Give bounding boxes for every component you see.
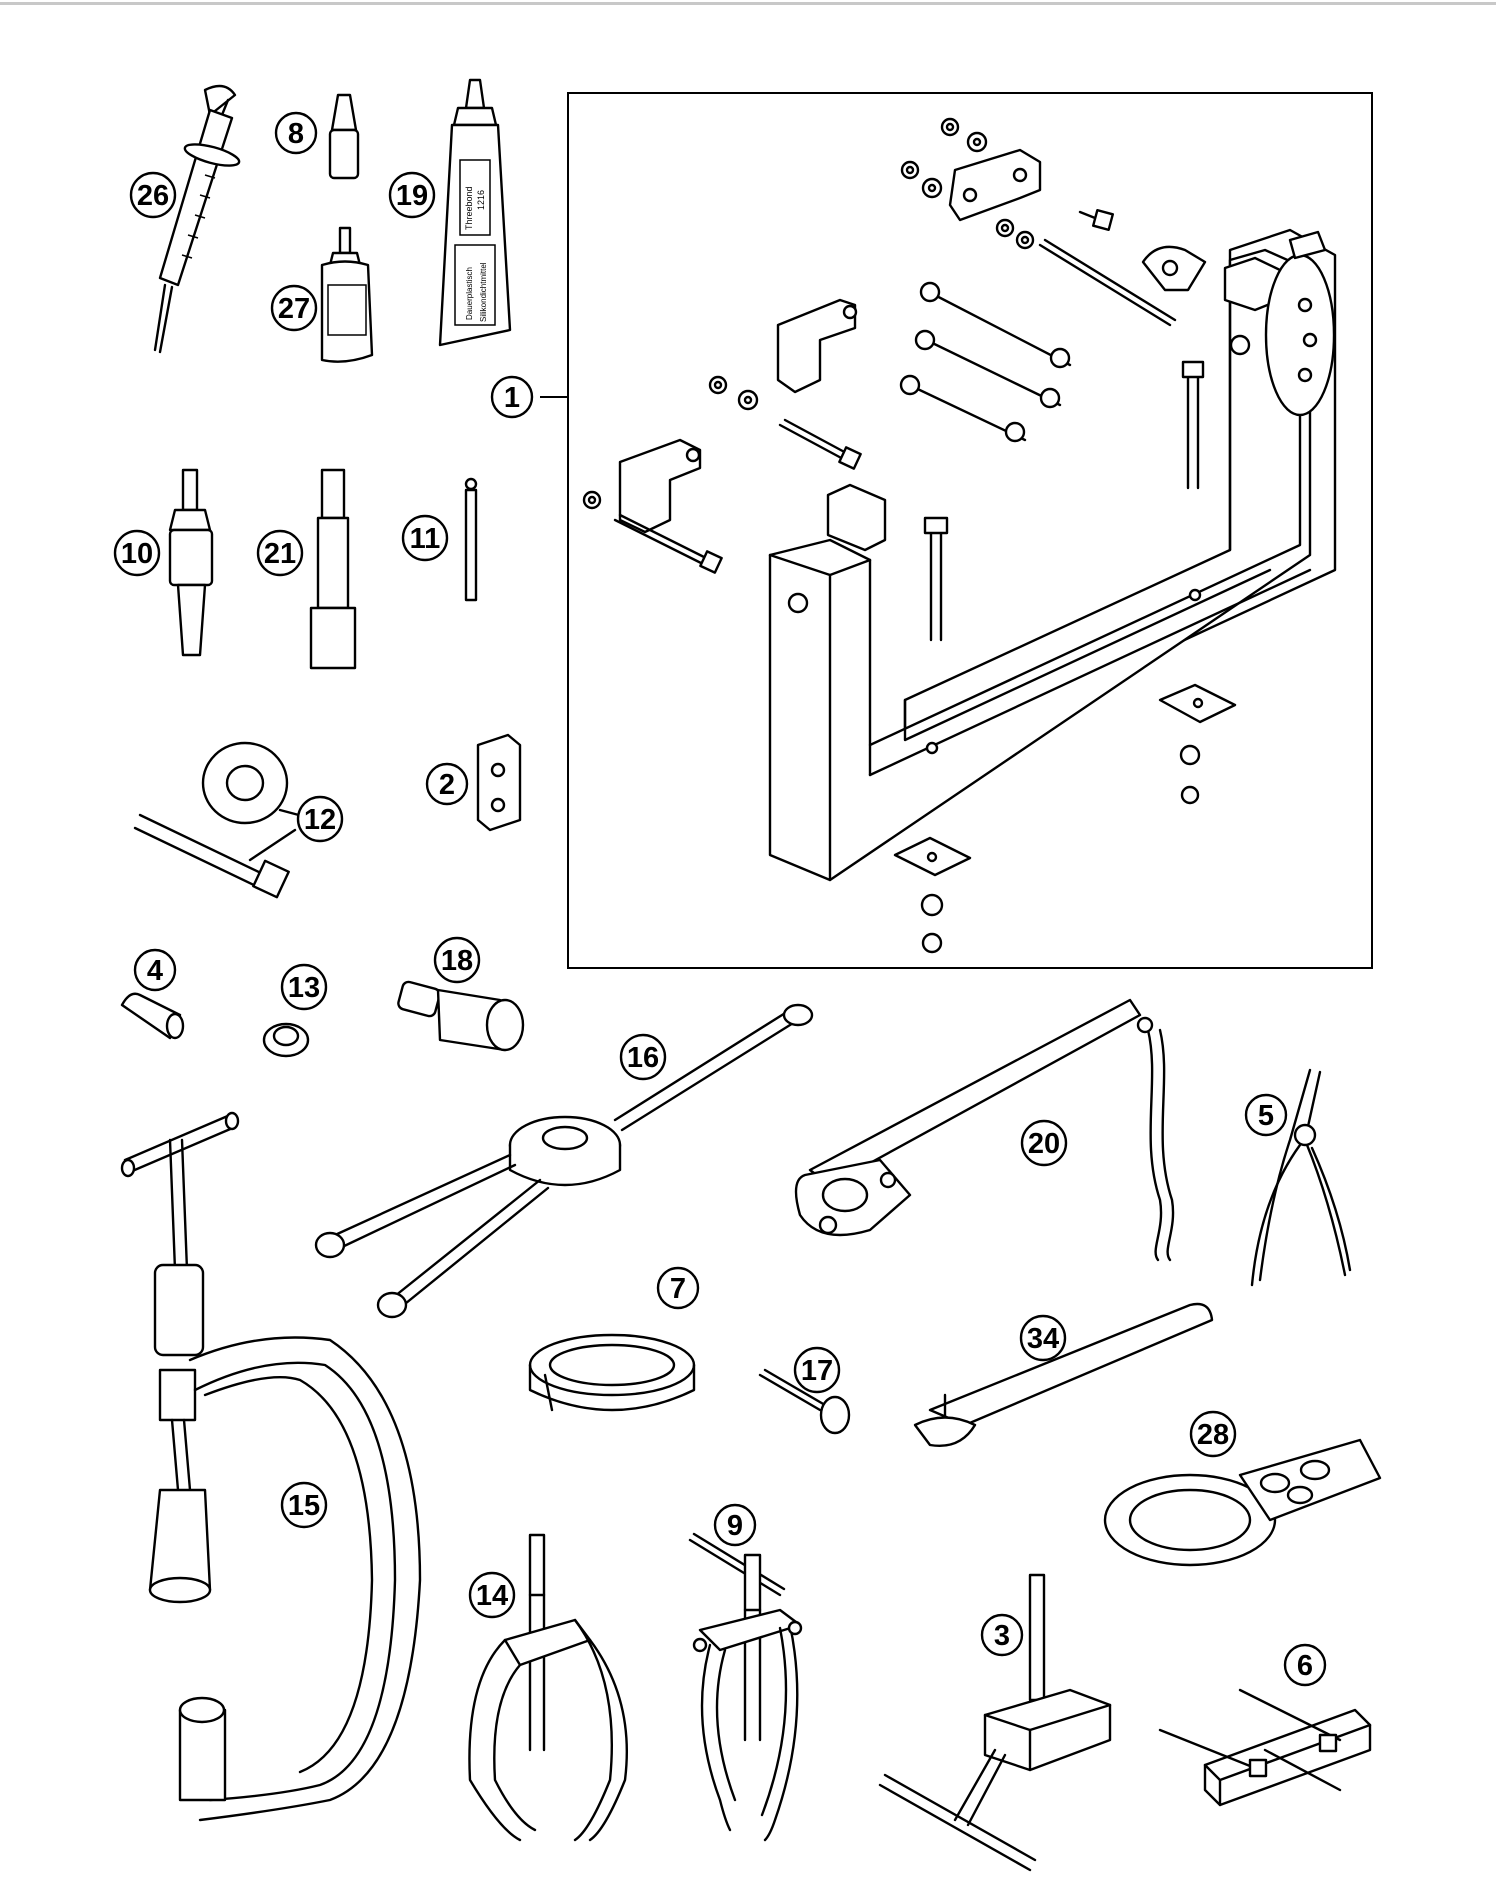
- callout-8-text: 8: [288, 118, 304, 150]
- callout-2-text: 2: [439, 769, 455, 801]
- callout-8: 8: [274, 111, 318, 155]
- callout-12: 12: [296, 795, 344, 843]
- callout-12-text: 12: [304, 804, 336, 836]
- callout-1-text: 1: [504, 382, 520, 414]
- loctite-bottle-illustration: [320, 226, 374, 363]
- chain-wrench-20-illustration: [794, 998, 1175, 1262]
- callout-16: 16: [619, 1033, 667, 1081]
- bracket-2-illustration: [476, 733, 522, 832]
- callout-34: 34: [1019, 1314, 1067, 1362]
- ring-7-illustration: [528, 1333, 696, 1412]
- callout-21: 21: [256, 529, 304, 577]
- callout-20: 20: [1020, 1119, 1068, 1167]
- callout-18: 18: [433, 936, 481, 984]
- callout-28: 28: [1189, 1410, 1237, 1458]
- pin-wrench-34-illustration: [913, 1302, 1214, 1447]
- callout-5-text: 5: [1258, 1100, 1274, 1132]
- callout-7-text: 7: [670, 1273, 686, 1305]
- callout-5: 5: [1244, 1093, 1288, 1137]
- nut-13-illustration: [262, 1022, 310, 1058]
- callout-7: 7: [656, 1266, 700, 1310]
- puller-16-illustration: [314, 1003, 814, 1319]
- tube-text-b: 1216: [476, 190, 486, 210]
- callout-9-text: 9: [727, 1510, 743, 1542]
- callout-1: 1: [490, 375, 534, 419]
- small-bottle-illustration: [328, 93, 360, 180]
- sealant-tube-illustration: Threebond 1216 Dauerplastisch Silikondic…: [438, 78, 512, 347]
- adapter-18-illustration: [397, 980, 525, 1052]
- callout-11-text: 11: [410, 523, 441, 555]
- chain-breaker-3-illustration: [878, 1573, 1112, 1872]
- callout-16-text: 16: [627, 1042, 659, 1074]
- callout-3: 3: [980, 1613, 1024, 1657]
- callout-18-text: 18: [441, 945, 473, 977]
- pliers-5-illustration: [1250, 1068, 1352, 1287]
- callout-19-text: 19: [396, 180, 428, 212]
- tube-text-c: Dauerplastisch: [465, 267, 474, 320]
- valve-spring-compressor-15-illustration: [120, 1111, 422, 1822]
- socket-tool-21-illustration: [309, 468, 357, 670]
- callout-6-text: 6: [1297, 1650, 1313, 1682]
- callout-34-text: 34: [1027, 1323, 1059, 1355]
- callout-6: 6: [1283, 1643, 1327, 1687]
- top-border-line: [0, 2, 1496, 5]
- bolt-washer-12-illustration: [133, 741, 312, 899]
- callout-21-text: 21: [264, 538, 296, 570]
- callout-4-text: 4: [147, 955, 163, 987]
- puller-14-illustration: [468, 1533, 628, 1842]
- callout-19: 19: [388, 171, 436, 219]
- cone-4-illustration: [120, 992, 185, 1040]
- callout-11: 11: [401, 514, 449, 562]
- puller-tool-10-illustration: [168, 468, 214, 657]
- tool-17-illustration: [758, 1368, 851, 1435]
- puller-9-illustration: [688, 1532, 803, 1842]
- callout-17-text: 17: [801, 1355, 833, 1387]
- callout-4: 4: [133, 948, 177, 992]
- engine-stand-frame: [567, 92, 1373, 969]
- tube-text-a: Threebond: [464, 186, 474, 230]
- callout-13: 13: [280, 963, 328, 1011]
- callout-10-text: 10: [121, 538, 153, 570]
- callout-20-text: 20: [1028, 1128, 1060, 1160]
- callout-15: 15: [280, 1481, 328, 1529]
- engine-stand-illustration: [582, 117, 1337, 954]
- callout-27: 27: [270, 284, 318, 332]
- callout-10: 10: [113, 529, 161, 577]
- syringe-illustration: [153, 84, 241, 354]
- callout-3-text: 3: [994, 1620, 1010, 1652]
- tube-text-d: Silikondichtmittel: [479, 262, 488, 322]
- callout-26-text: 26: [137, 180, 169, 212]
- callout-14-text: 14: [476, 1580, 508, 1612]
- callout-9: 9: [713, 1503, 757, 1547]
- callout-26: 26: [129, 171, 177, 219]
- callout-2: 2: [425, 762, 469, 806]
- pin-tool-11-illustration: [464, 477, 478, 602]
- callout-17: 17: [793, 1346, 841, 1394]
- callout-13-text: 13: [288, 972, 320, 1004]
- callout-28-text: 28: [1197, 1419, 1229, 1451]
- callout-14: 14: [468, 1571, 516, 1619]
- callout-15-text: 15: [288, 1490, 320, 1522]
- holder-28-illustration: [1103, 1438, 1382, 1567]
- callout-27-text: 27: [278, 293, 310, 325]
- clamp-6-illustration: [1158, 1688, 1372, 1807]
